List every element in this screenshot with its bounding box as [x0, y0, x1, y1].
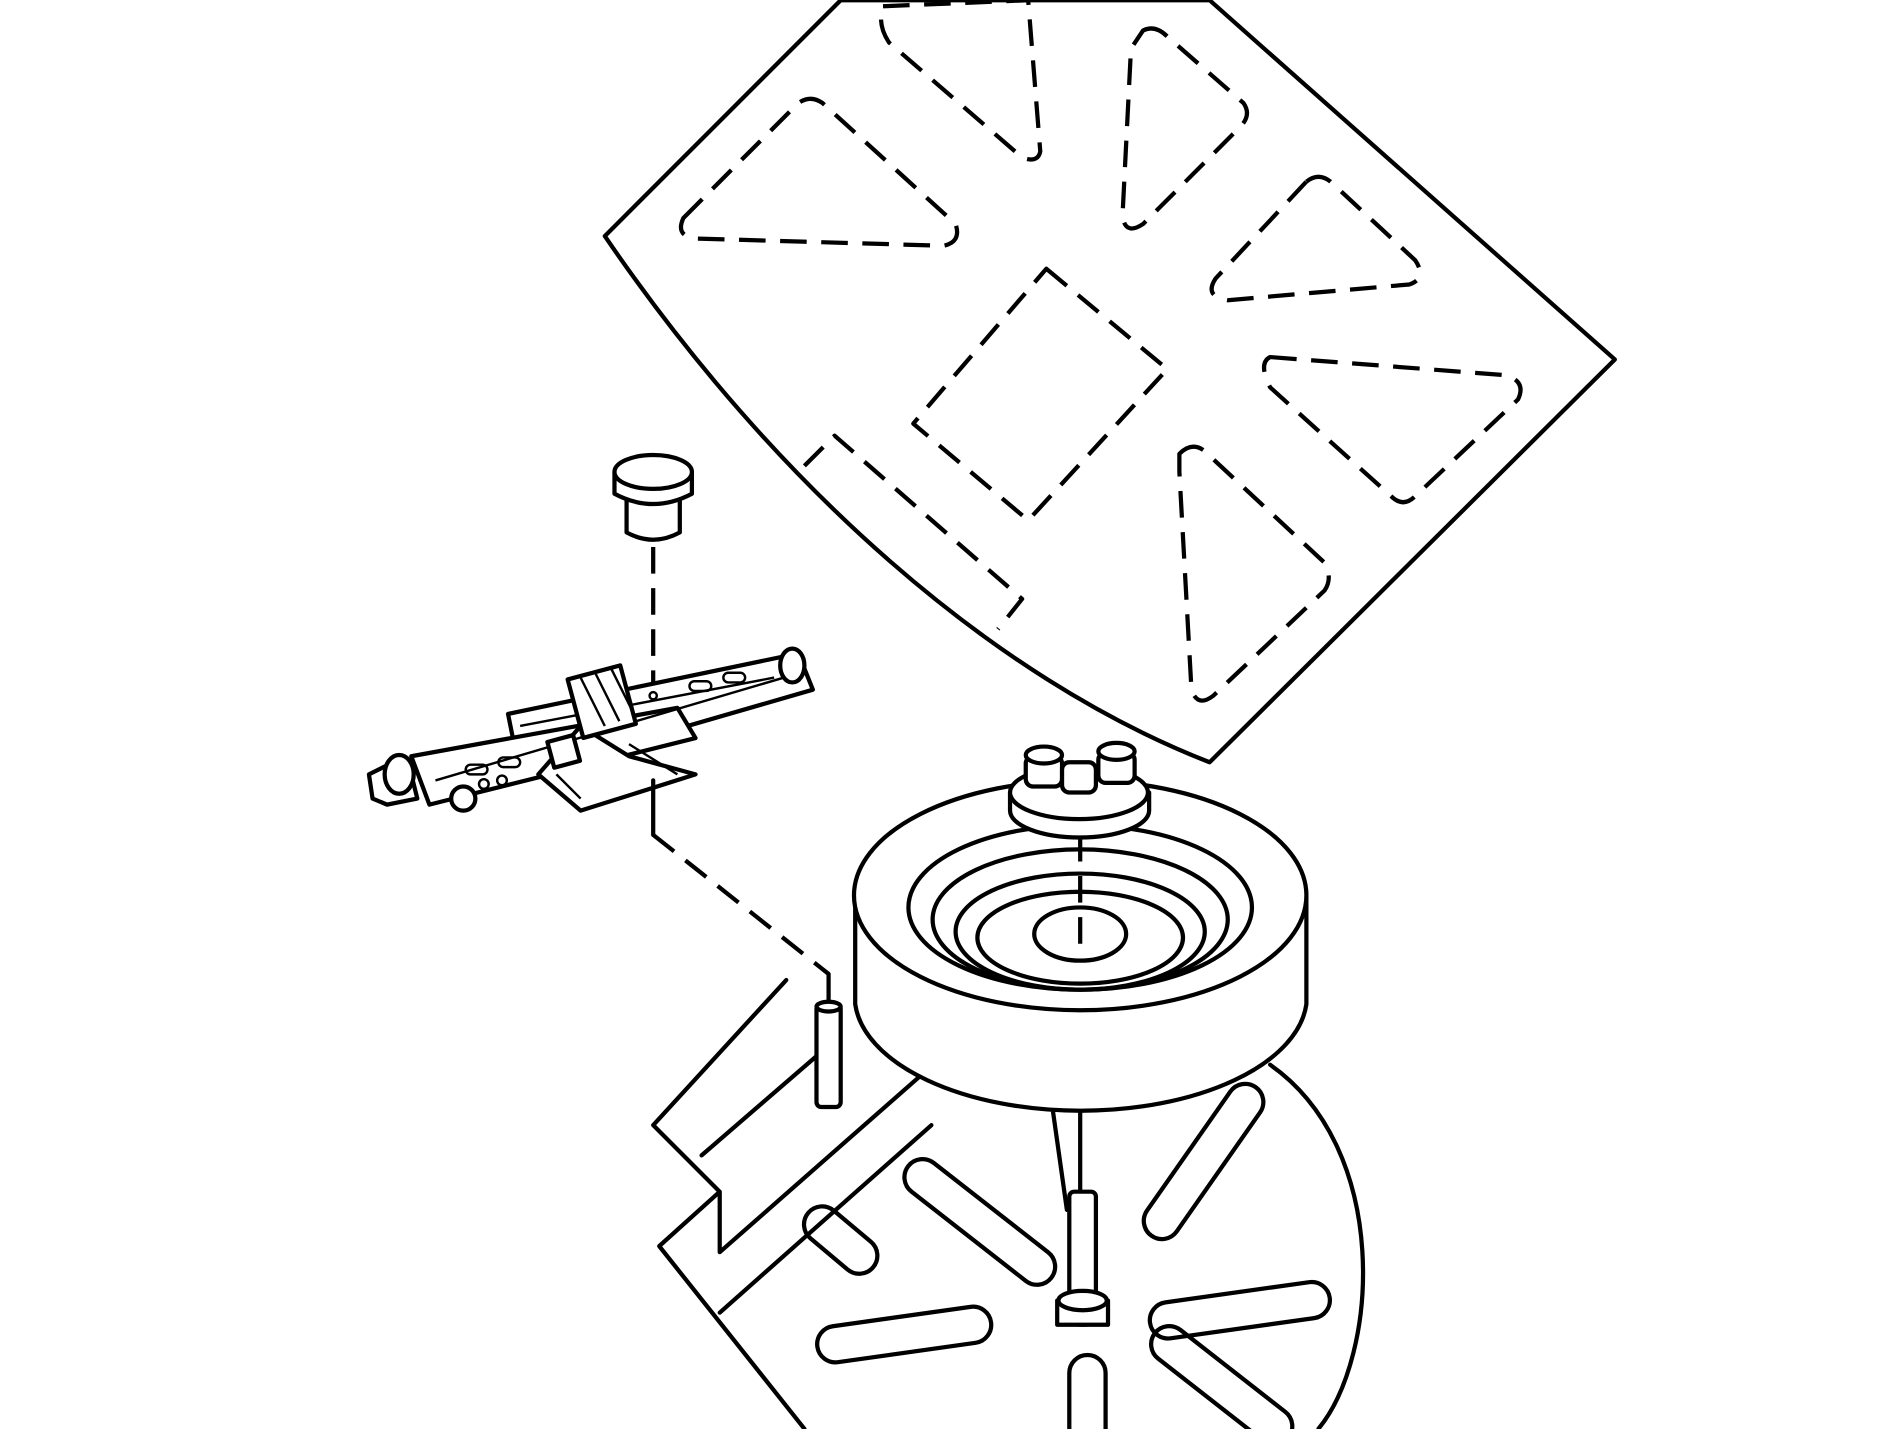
- spare-tire-well: [651, 977, 1366, 1429]
- hub-retainer: [1007, 740, 1152, 840]
- jack-mounting-post: [651, 778, 843, 1110]
- jack-slots: [464, 671, 747, 791]
- floor-cover-panel: [602, 0, 1617, 765]
- well-slots: [801, 1081, 1332, 1429]
- spare-tire: [851, 778, 1309, 1113]
- scissor-jack: [366, 646, 815, 813]
- hold-down-bolt: [1050, 1104, 1111, 1327]
- jack-plug: [612, 452, 695, 696]
